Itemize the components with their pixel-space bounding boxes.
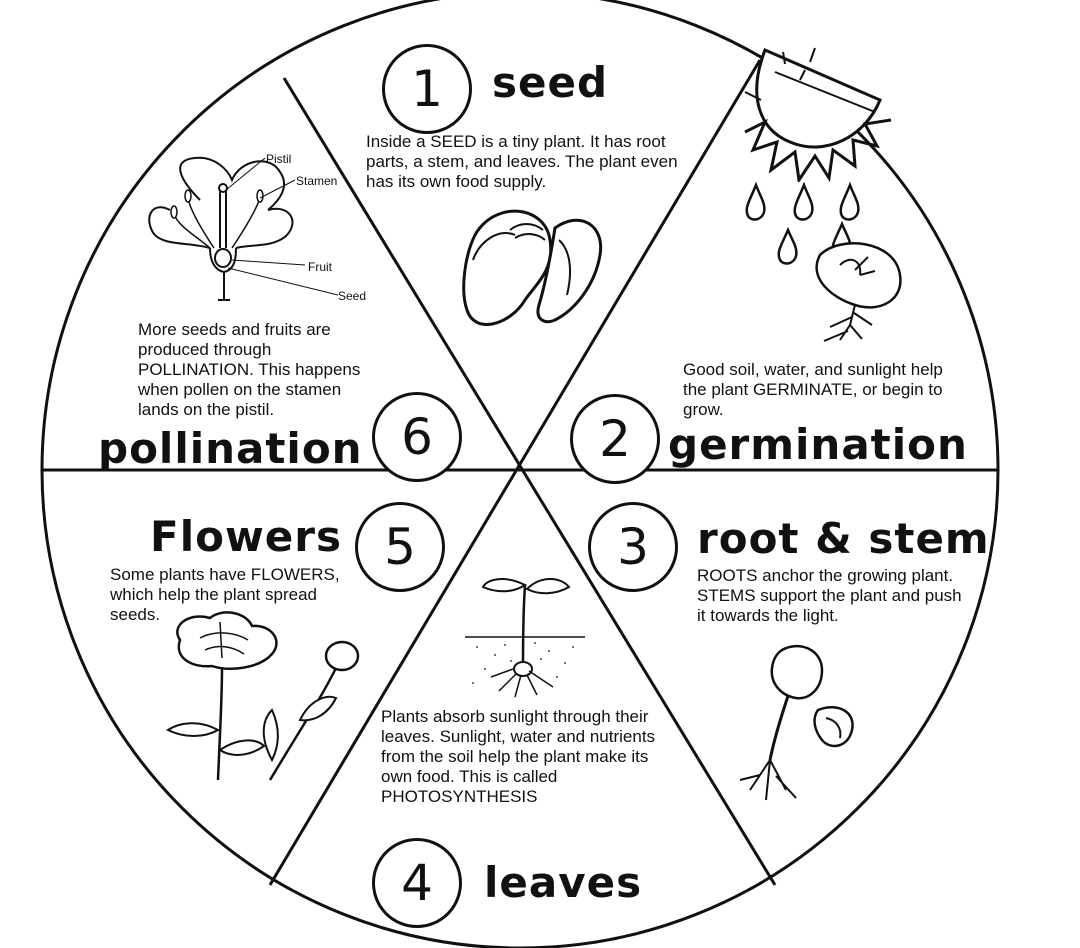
stage-text-flowers: Some plants have FLOWERS, which help the… [110,565,340,624]
sprouting-seed-icon [739,644,854,801]
stage-number-3: 3 [588,502,678,592]
stage-title-leaves: leaves [484,858,643,907]
stage-number-6: 6 [372,392,462,482]
stage-text-germination: Good soil, water, and sunlight help the … [683,360,943,419]
stage-title-pollination: pollination [98,424,363,473]
divider-diagonal-a [282,77,777,886]
germinating-bean-icon [815,242,902,342]
flower-cross-section-icon [148,156,339,301]
label-pistil: Pistil [266,152,292,166]
stage-title-seed: seed [492,58,609,107]
stage-title-root-stem: root & stem [697,514,990,563]
stage-number-5: 5 [355,502,445,592]
label-seed: Seed [338,289,367,303]
stage-title-flowers: Flowers [150,512,342,561]
label-fruit: Fruit [308,260,332,274]
sun-icon [744,47,892,182]
stage-number-1: 1 [382,44,472,134]
stage-title-germination: germination [668,420,968,469]
stage-number-4: 4 [372,838,462,928]
stage-text-pollination: More seeds and fruits are produced throu… [138,320,361,419]
stage-text-seed: Inside a SEED is a tiny plant. It has ro… [366,132,678,191]
seedling-icon [465,578,585,698]
poppy-flower-icon [166,611,360,781]
bean-seed-icon [462,209,603,326]
stage-text-root-stem: ROOTS anchor the growing plant. STEMS su… [697,566,962,625]
stage-number-2: 2 [570,394,660,484]
stage-text-leaves: Plants absorb sunlight through their lea… [381,707,656,806]
divider-diagonal-b [268,59,762,886]
label-stamen: Stamen [296,174,338,188]
